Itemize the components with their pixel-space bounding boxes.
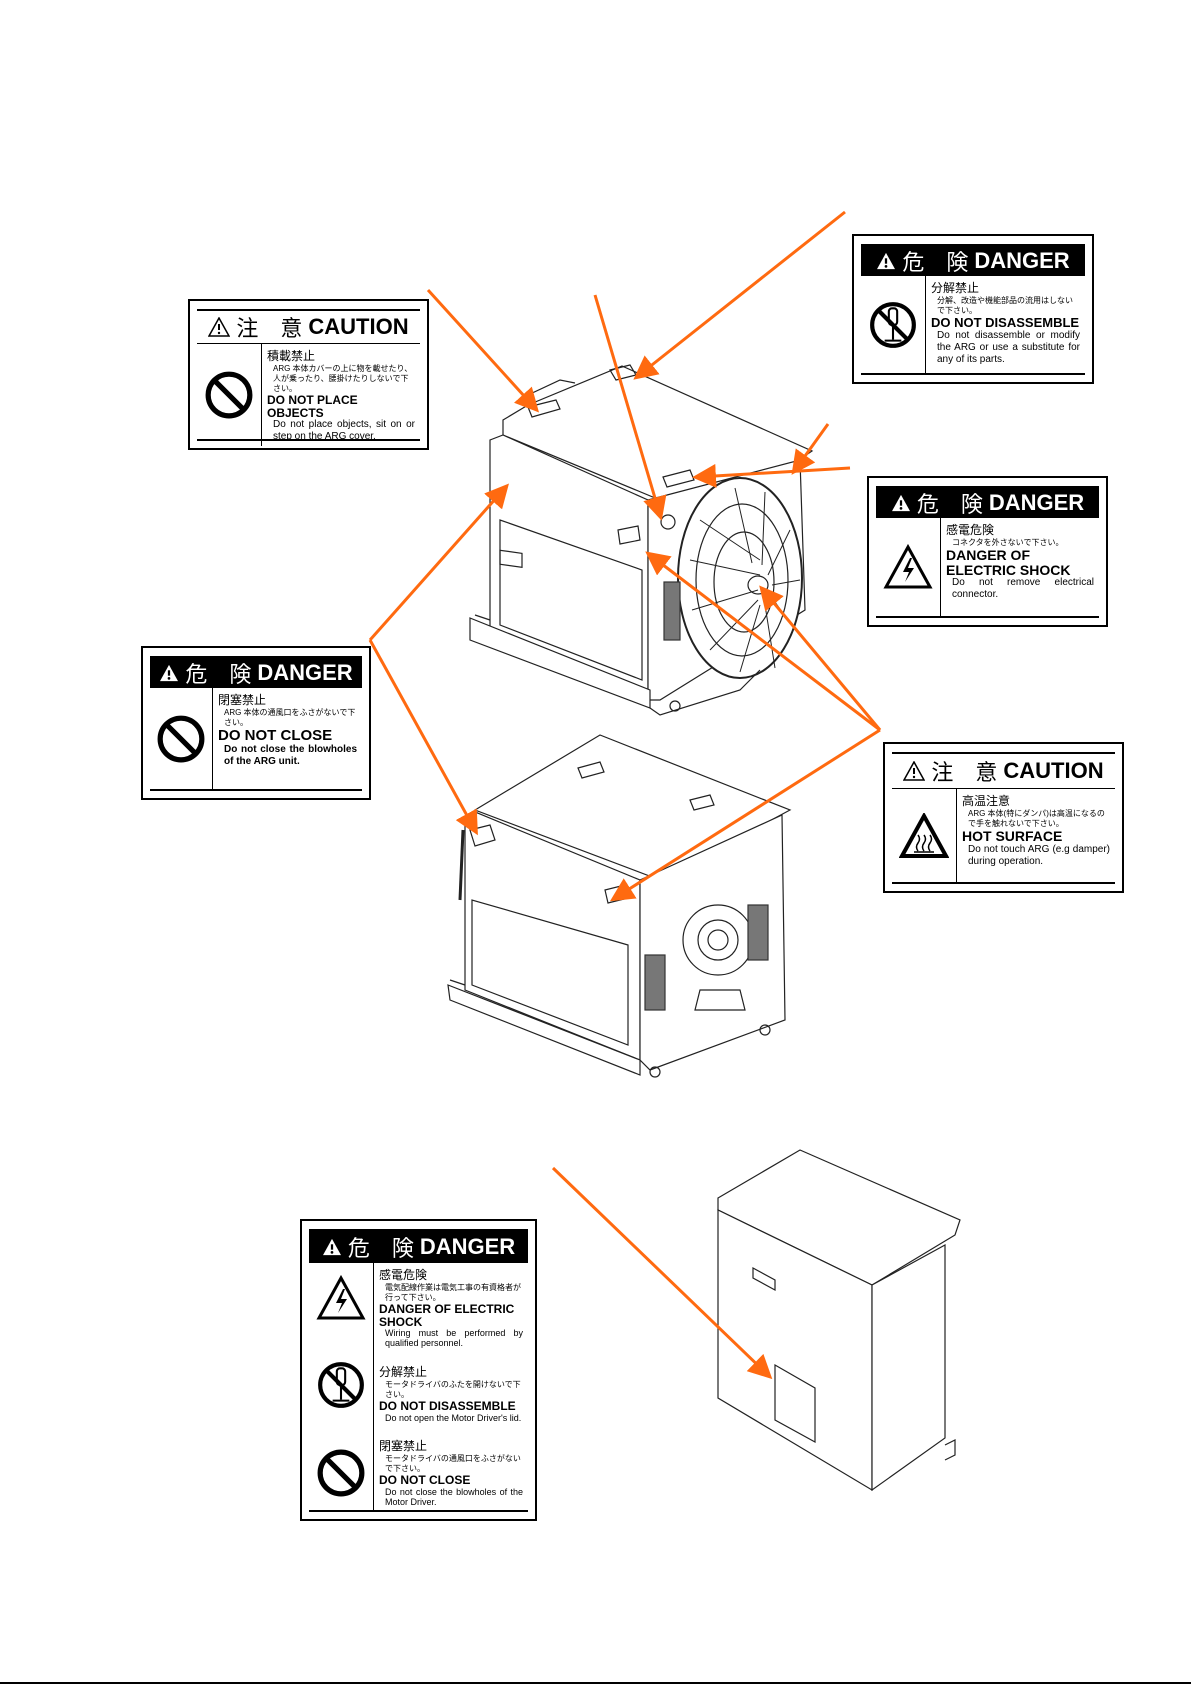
jp-description: 分解、改造や機能部品の流用はしないで下さい。	[937, 296, 1073, 315]
header-en: DANGER	[988, 490, 1085, 515]
en-description: Do not disassemble or modify the ARG or …	[937, 329, 1080, 365]
jp-title: 閉塞禁止	[218, 693, 267, 707]
jp-title: 分解禁止	[379, 1365, 428, 1379]
arrow-close-1	[368, 483, 509, 641]
arrow-shock-2	[692, 463, 851, 488]
header-en: DANGER	[257, 660, 353, 685]
header-jp: 危 険	[902, 250, 969, 275]
en-description: Do not open the Motor Driver's lid.	[385, 1412, 522, 1423]
en-title: DANGER OF ELECTRIC SHOCK	[379, 1302, 515, 1329]
en-title: DO NOT PLACE OBJECTS	[267, 393, 358, 420]
header-en: CAUTION	[308, 314, 409, 339]
jp-description: ARG 本体(特にダンパ)は高温になるので手を触れないで下さい。	[968, 809, 1105, 828]
header-jp: 注 意	[236, 316, 303, 341]
en-title: DO NOT DISASSEMBLE	[931, 315, 1080, 330]
jp-title: 閉塞禁止	[379, 1439, 428, 1454]
header-jp: 注 意	[931, 760, 998, 785]
warning-triangle-filled-icon	[877, 252, 896, 270]
en-title: HOT SURFACE	[962, 828, 1063, 844]
en-title: DO NOT CLOSE	[218, 727, 333, 744]
en-description: Do not place objects, sit on or step on …	[273, 419, 415, 443]
danger-label-do-not-disassemble: 危 険 DANGER 分解禁止 分解、改造や機能部品の流用はしないで下さい。 D…	[852, 234, 1094, 384]
danger-label-electric-shock: 危 険 DANGER 感電危険 コネクタを外さないで下さい。 DANGER OF…	[867, 476, 1108, 627]
hot-surface-icon	[899, 812, 949, 858]
jp-title: 感電危険	[946, 523, 995, 537]
prohibition-icon	[317, 1449, 365, 1497]
caution-label-hot-surface: 注 意 CAUTION 高温注意 ARG 本体(特にダンパ)は高温になるので手を…	[883, 742, 1124, 893]
jp-description: コネクタを外さないで下さい。	[952, 538, 1064, 547]
motor-driver-danger-label: 危 険 DANGER 感電危険 電気配線作業は電気工事の有資格者が行って下さい。…	[300, 1219, 537, 1521]
jp-description: ARG 本体カバーの上に物を載せたり、人が乗ったり、腰掛けたりしないで下さい。	[273, 364, 413, 393]
jp-description: ARG 本体の通風口をふさがないで下さい。	[224, 708, 356, 727]
arrow-hot-2	[759, 585, 882, 731]
header-en: CAUTION	[1003, 758, 1104, 783]
arrow-hot-3	[609, 728, 881, 902]
pointer-arrows	[368, 210, 882, 1380]
jp-description: モータドライバのふたを開けないで下さい。	[385, 1380, 521, 1399]
arrow-caution-place	[426, 288, 540, 413]
en-title: DO NOT DISASSEMBLE	[379, 1399, 516, 1413]
jp-title: 積載禁止	[267, 349, 316, 363]
arrow-danger-disassemble-2	[633, 210, 846, 380]
header-jp: 危 険	[916, 492, 983, 517]
motor-driver-figure	[717, 1149, 961, 1492]
warning-triangle-outline-icon	[208, 317, 231, 337]
prohibition-icon	[157, 715, 205, 762]
en-description: Do not close the blowholes of the Motor …	[385, 1487, 523, 1507]
electric-shock-icon	[316, 1275, 366, 1320]
warning-triangle-filled-icon	[322, 1238, 341, 1256]
header-en: DANGER	[974, 248, 1070, 273]
header-jp: 危 険	[347, 1236, 414, 1261]
arg-unit-front-figure	[469, 364, 814, 716]
jp-title: 分解禁止	[931, 281, 980, 295]
en-description: Do not remove electrical connector.	[952, 577, 1094, 601]
arrow-shock-1	[791, 423, 830, 475]
header-en: DANGER	[419, 1234, 516, 1259]
jp-description: 電気配線作業は電気工事の有資格者が行って下さい。	[385, 1283, 521, 1302]
en-description: Do not close the blowholes of the ARG un…	[224, 743, 357, 767]
prohibition-icon	[205, 371, 253, 419]
en-title: DO NOT CLOSE	[379, 1473, 471, 1488]
warning-triangle-filled-icon	[160, 664, 179, 682]
en-description: Do not touch ARG (e.g damper) during ope…	[968, 843, 1110, 867]
en-title: DANGER OF ELECTRIC SHOCK	[946, 547, 1071, 578]
jp-title: 高温注意	[962, 794, 1011, 808]
en-description: Wiring must be performed by qualified pe…	[385, 1328, 523, 1349]
no-disassembly-icon	[870, 301, 916, 348]
warning-triangle-outline-icon	[903, 761, 926, 781]
arrow-danger-disassemble-1	[593, 294, 667, 521]
arrow-close-2	[368, 639, 478, 836]
section-do-not-close: 閉塞禁止 モータドライバの通風口をふさがないで下さい。 DO NOT CLOSE…	[379, 1437, 523, 1507]
no-disassembly-icon	[318, 1361, 364, 1408]
jp-description: モータドライバの通風口をふさがないで下さい。	[385, 1454, 521, 1474]
header-jp: 危 険	[185, 662, 252, 687]
caution-label-do-not-place-objects: 注 意 CAUTION 積載禁止 ARG 本体カバーの上に物を載せたり、人が乗っ…	[188, 299, 429, 450]
section-disassemble: 分解禁止 モータドライバのふたを開けないで下さい。 DO NOT DISASSE…	[379, 1363, 523, 1423]
electric-shock-icon	[883, 544, 933, 589]
warning-triangle-filled-icon	[891, 494, 910, 512]
arg-unit-rear-figure	[447, 734, 792, 1078]
section-electric-shock: 感電危険 電気配線作業は電気工事の有資格者が行って下さい。 DANGER OF …	[379, 1266, 523, 1348]
page-bottom-border	[0, 1682, 1191, 1684]
arrow-motor-driver	[551, 1166, 773, 1380]
danger-label-do-not-close: 危 険 DANGER 閉塞禁止 ARG 本体の通風口をふさがないで下さい。 DO…	[141, 646, 371, 800]
jp-title: 感電危険	[379, 1268, 428, 1282]
arrow-hot-1	[645, 551, 881, 732]
